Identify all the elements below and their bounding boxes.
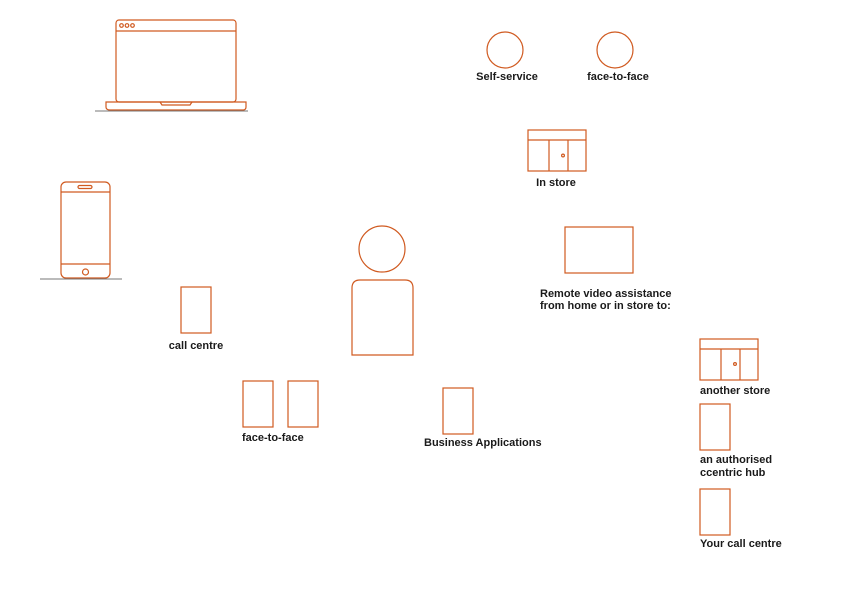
authorised-hub-label-line2: ccentric hub xyxy=(700,467,766,479)
video-screen-icon xyxy=(564,226,634,274)
business-applications-device-icon xyxy=(442,387,474,435)
face-to-face-icon xyxy=(596,31,634,69)
store-icon xyxy=(527,129,587,172)
face-to-face-bottom-label: face-to-face xyxy=(242,432,304,444)
in-store-label: In store xyxy=(536,177,576,189)
self-service-icon xyxy=(486,31,524,69)
authorised-hub-device-icon xyxy=(699,403,731,451)
authorised-hub-label-line1: an authorised xyxy=(700,454,773,466)
remote-video-label-line2: from home or in store to: xyxy=(540,300,671,312)
remote-video-label-line1: Remote video assistance xyxy=(540,288,672,300)
another-store-label: another store xyxy=(700,385,771,397)
face-to-face-device-icon xyxy=(242,380,274,428)
your-call-centre-device-icon xyxy=(699,488,731,536)
business-applications-label: Business Applications xyxy=(424,437,542,449)
your-call-centre-label: Your call centre xyxy=(700,538,782,550)
call-centre-device-icon xyxy=(180,286,212,334)
laptop-icon xyxy=(95,19,248,112)
face-to-face-device-icon xyxy=(287,380,319,428)
smartphone-icon xyxy=(40,181,122,280)
self-service-label: Self-service xyxy=(476,71,538,83)
face-to-face-top-label: face-to-face xyxy=(587,71,649,83)
another-store-icon xyxy=(699,338,759,381)
call-centre-label: call centre xyxy=(168,340,224,352)
person-icon xyxy=(351,225,414,356)
